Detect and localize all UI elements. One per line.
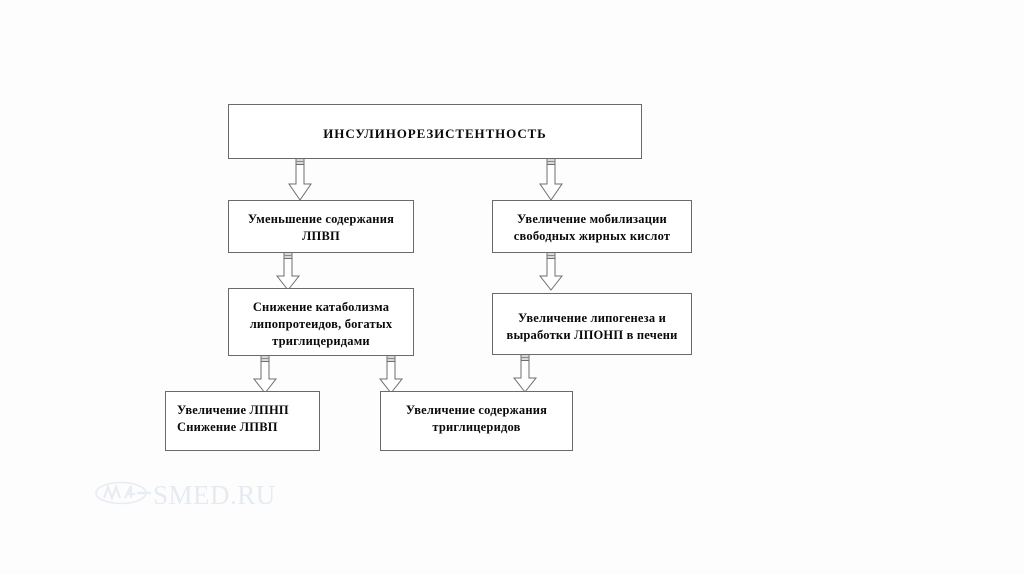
arrow-catabolism-decrease-to-triglycerides-increase [378,355,404,397]
node-insulin-resistance[interactable]: ИНСУЛИНОРЕЗИСТЕНТНОСТЬ [228,104,642,159]
node-ldl-up-hdl-down-label: Увеличение ЛПНП Снижение ЛПВП [177,403,289,434]
watermark: SMED.RU [95,480,276,511]
node-ffa-mobilization-label: Увеличение мобилизации свободных жирных … [513,212,671,243]
node-hdl-decrease[interactable]: Уменьшение содержания ЛПВП [228,200,414,253]
watermark-logo-icon [95,480,151,511]
node-ffa-mobilization[interactable]: Увеличение мобилизации свободных жирных … [492,200,692,253]
node-triglycerides-increase[interactable]: Увеличение содержания триглицеридов [380,391,573,451]
arrow-insulin-resistance-to-hdl-decrease [287,158,313,204]
arrow-insulin-resistance-to-ffa-mobilization [538,158,564,204]
node-lipogenesis-increase[interactable]: Увеличение липогенеза и выработки ЛПОНП … [492,293,692,355]
arrow-ffa-mobilization-to-lipogenesis-increase [538,252,564,294]
node-catabolism-decrease[interactable]: Снижение катаболизма липопротеидов, бога… [228,288,414,356]
arrow-lipogenesis-increase-to-triglycerides-increase [512,354,538,396]
node-lipogenesis-increase-label: Увеличение липогенеза и выработки ЛПОНП … [506,311,678,342]
arrow-catabolism-decrease-to-ldl-up-hdl-down [252,355,278,397]
node-hdl-decrease-label: Уменьшение содержания ЛПВП [247,212,395,243]
node-insulin-resistance-label: ИНСУЛИНОРЕЗИСТЕНТНОСТЬ [323,126,547,141]
node-triglycerides-increase-label: Увеличение содержания триглицеридов [405,403,548,434]
node-ldl-up-hdl-down[interactable]: Увеличение ЛПНП Снижение ЛПВП [165,391,320,451]
watermark-text: SMED.RU [153,480,276,510]
node-catabolism-decrease-label: Снижение катаболизма липопротеидов, бога… [249,300,393,348]
